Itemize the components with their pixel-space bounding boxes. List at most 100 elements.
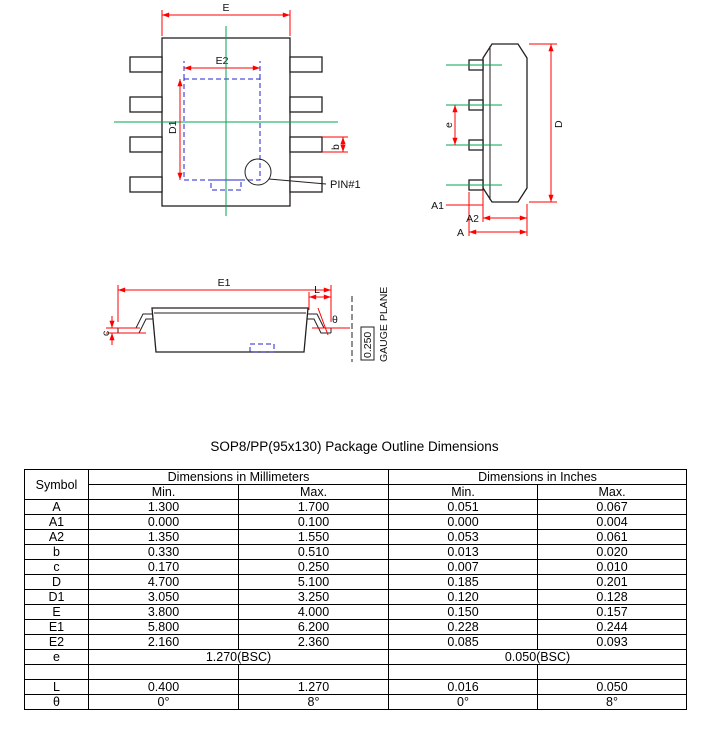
cell-in-min: 0.120 (388, 589, 539, 605)
cell-in-min: 0.000 (388, 514, 539, 530)
cell-mm-min: 0.400 (88, 679, 239, 695)
cell-symbol: θ (24, 694, 89, 710)
front-view: E1 L c θ (100, 277, 390, 362)
dim-label-e: e (443, 122, 455, 128)
cell-in-max: 0.020 (537, 544, 688, 560)
pad-outline-front (249, 343, 275, 353)
package-body-front (151, 307, 309, 353)
header-mm-min: Min. (88, 484, 239, 500)
cell-mm-min: 1.300 (88, 499, 239, 515)
top-view: E E2 D1 b PIN#1 (114, 2, 361, 216)
package-body-side (482, 43, 528, 203)
header-inch-group: Dimensions in Inches (388, 469, 688, 485)
cell-in-min: 0.013 (388, 544, 539, 560)
cell-in-min: 0.007 (388, 559, 539, 575)
cell-symbol: D (24, 574, 89, 590)
lead-right (307, 313, 332, 334)
centerlines-top-view (114, 26, 338, 216)
cell-in-min: 0.051 (388, 499, 539, 515)
dim-E2: E2 (184, 55, 260, 71)
cell-in-min: 0° (388, 694, 539, 710)
dim-label-E2: E2 (216, 55, 229, 67)
cell-in-max: 0.067 (537, 499, 688, 515)
dim-label-L: L (314, 284, 320, 296)
cell-mm-max: 0.100 (237, 514, 390, 530)
cell-mm-max: 5.100 (237, 574, 390, 590)
cell-blank (88, 664, 239, 680)
dim-label-c: c (100, 331, 112, 336)
cell-mm-max: 0.510 (237, 544, 390, 560)
header-mm-max: Max. (237, 484, 390, 500)
pin1-label: PIN#1 (330, 179, 361, 191)
header-inch-min: Min. (388, 484, 539, 500)
dim-E: E (161, 2, 291, 36)
cell-in-max: 8° (537, 694, 688, 710)
cell-symbol: D1 (24, 589, 89, 605)
cell-mm-min: 0° (88, 694, 239, 710)
cell-symbol: b (24, 544, 89, 560)
cell-in-min: 0.053 (388, 529, 539, 545)
gauge-value-box (360, 326, 375, 361)
cell-in-max: 0.050 (537, 679, 688, 695)
cell-symbol: e (24, 649, 89, 665)
cell-blank (537, 664, 688, 680)
cell-mm-max: 1.700 (237, 499, 390, 515)
cell-mm-min: 0.170 (88, 559, 239, 575)
dim-label-A: A (457, 227, 464, 239)
cell-mm-max: 1.550 (237, 529, 390, 545)
pin1-circle (244, 158, 272, 186)
package-outline-drawing: E E2 D1 b PIN#1 (100, 2, 565, 362)
cell-mm-max: 1.270 (237, 679, 390, 695)
dim-theta: θ (312, 307, 350, 336)
cell-mm-min: 4.700 (88, 574, 239, 590)
gauge-plane: 0.250 GAUGE PLANE (351, 287, 390, 362)
cell-in-min: 0.185 (388, 574, 539, 590)
cell-mm-min: 2.160 (88, 634, 239, 650)
cell-symbol: A1 (24, 514, 89, 530)
cell-mm-min: 5.800 (88, 619, 239, 635)
gauge-plane-label: GAUGE PLANE (378, 287, 390, 362)
cell-in-max: 0.244 (537, 619, 688, 635)
cell-in-max: 0.128 (537, 589, 688, 605)
dim-label-b: b (330, 144, 342, 150)
table-row-blank (24, 664, 688, 680)
cell-inch-bsc: 0.050(BSC) (388, 649, 688, 665)
cell-mm-min: 0.000 (88, 514, 239, 530)
header-mm-group: Dimensions in Millimeters (87, 469, 390, 485)
dim-label-theta: θ (332, 314, 338, 326)
cell-symbol: L (24, 679, 89, 695)
dim-D: D (529, 43, 565, 203)
dim-label-D: D (553, 120, 565, 128)
cell-mm-max: 0.250 (237, 559, 390, 575)
pin1-marker: PIN#1 (244, 158, 361, 191)
dim-e: e (443, 105, 458, 145)
cell-mm-max: 3.250 (237, 589, 390, 605)
cell-mm-max: 6.200 (237, 619, 390, 635)
cell-mm-min: 3.800 (88, 604, 239, 620)
header-symbol: Symbol (24, 469, 89, 500)
header-inch-max: Max. (537, 484, 688, 500)
dim-E1: E1 (117, 277, 332, 322)
cell-mm-min: 1.350 (88, 529, 239, 545)
dimensions-table: Symbol Dimensions in Millimeters Dimensi… (24, 469, 688, 710)
dim-L: L (308, 284, 331, 310)
dim-A-group: A1 A2 A (431, 190, 528, 239)
cell-mm-max: 4.000 (237, 604, 390, 620)
cell-mm-max: 2.360 (237, 634, 390, 650)
dim-label-A2: A2 (466, 213, 479, 225)
cell-blank (24, 664, 89, 680)
lead-left (117, 313, 153, 334)
cell-symbol: E (24, 604, 89, 620)
cell-mm-min: 3.050 (88, 589, 239, 605)
